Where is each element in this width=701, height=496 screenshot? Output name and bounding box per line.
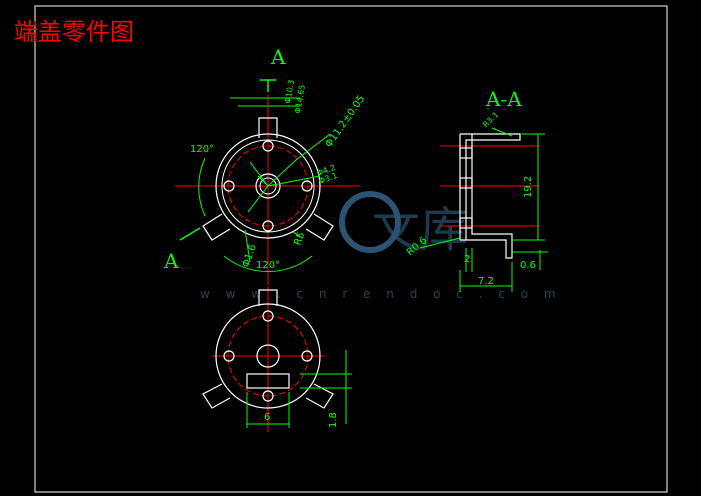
dim-dia-11: Φ11.2±0.05 [323,94,367,150]
drawing-border [34,5,668,493]
watermark-url: w w w . c n r e n d o c . c o m [200,287,562,301]
section-aa-view: A-A R3.1 19.2 [405,87,548,292]
dim-r3-1: R3.1 [481,110,500,129]
section-aa-label: A-A [485,87,522,111]
drawing-title: 端盖零件图 [14,18,134,46]
watermark-cn: 文库 [372,202,468,258]
front-view: A A Φ10.3 Φ14.65 Φ11.2±0.05 Φ4.2 Φ3.1 12… [163,45,367,285]
section-label-top: A [270,45,286,69]
dim-2: 2 [464,254,470,265]
section-label-left: A [163,249,179,273]
dim-angle-bottom: 120° [256,260,280,271]
dim-1-8: 1.8 [328,412,339,428]
dim-rad-right: R5 [292,231,307,247]
dim-6: 6 [264,412,270,423]
dim-7-2: 7.2 [478,276,494,287]
dim-dia-top-2: Φ14.65 [293,84,307,114]
dim-angle-top: 120° [190,144,214,155]
watermark: 文库 w w w . c n r e n d o c . c o m [200,191,562,301]
dim-19-2: 19.2 [523,176,534,198]
dim-dia-top-1: Φ10.3 [283,79,296,104]
bottom-view: 6 1.8 [202,286,352,432]
dim-0-6: 0.6 [520,260,536,271]
